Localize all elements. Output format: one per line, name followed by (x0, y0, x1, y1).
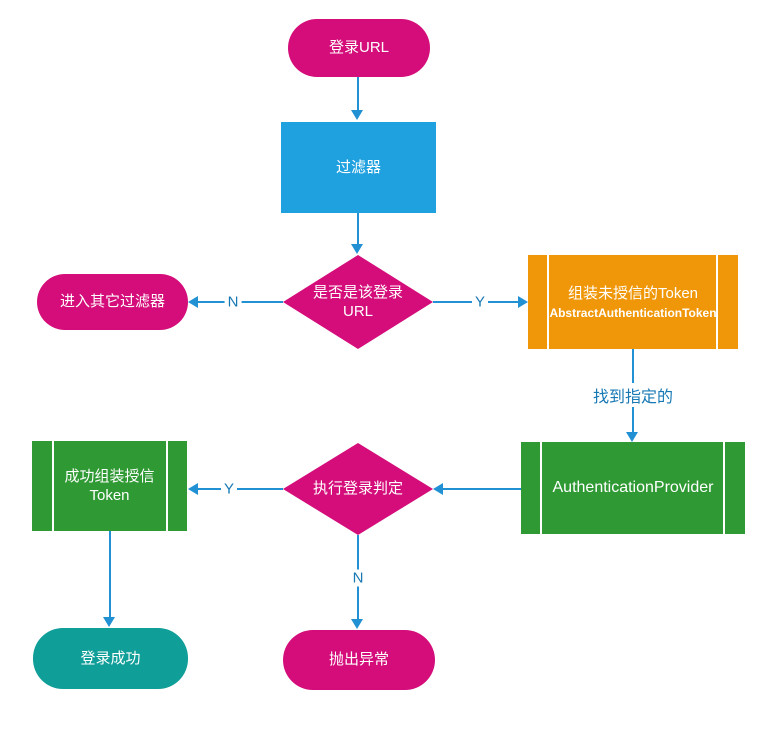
node-assemble-untrusted-token-sublabel: AbstractAuthenticationToken (549, 306, 717, 321)
arrowhead-down-icon (351, 619, 363, 629)
arrowhead-left-icon (188, 483, 198, 495)
node-other-filters-label: 进入其它过滤器 (59, 293, 165, 311)
arrowhead-down-icon (626, 432, 638, 442)
edge-yes-branch-2-line (196, 488, 283, 490)
node-login-url: 登录URL (288, 19, 430, 77)
node-assemble-trusted-token-label2: Token (89, 487, 130, 504)
edge-yes-branch-2-label: Y (220, 480, 238, 498)
predefined-process-bar-left (540, 442, 542, 534)
node-login-url-label: 登录URL (328, 39, 389, 57)
arrowhead-left-icon (188, 296, 198, 308)
node-assemble-untrusted-token: 组装未授信的Token AbstractAuthenticationToken (528, 255, 738, 349)
node-login-success: 登录成功 (33, 628, 188, 689)
node-is-login-url-label2: URL (342, 303, 373, 320)
predefined-process-bar-right (723, 442, 725, 534)
node-authentication-provider-label: AuthenticationProvider (552, 478, 714, 496)
node-assemble-trusted-token: 成功组装授信 Token (32, 441, 187, 531)
node-throw-exception: 抛出异常 (283, 630, 435, 690)
node-is-login-url-decision: 是否是该登录 URL (283, 255, 433, 349)
node-filter: 过滤器 (281, 122, 436, 213)
node-throw-exception-label: 抛出异常 (328, 651, 389, 669)
edge-loginurl-filter-line (357, 77, 359, 111)
node-other-filters: 进入其它过滤器 (37, 274, 188, 330)
node-login-success-label: 登录成功 (80, 649, 141, 667)
predefined-process-bar-left (52, 441, 54, 531)
arrowhead-down-icon (103, 617, 115, 627)
edge-found-provider-label: 找到指定的 (589, 383, 677, 407)
node-login-check-label: 执行登录判定 (312, 480, 403, 498)
edge-trusted-success-line (109, 531, 111, 618)
node-assemble-trusted-token-label: 成功组装授信 (64, 467, 155, 485)
edge-provider-check-line (441, 488, 521, 490)
node-assemble-untrusted-token-label: 组装未授信的Token (567, 284, 699, 302)
arrowhead-right-icon (518, 296, 528, 308)
node-authentication-provider: AuthenticationProvider (521, 442, 745, 534)
node-login-check-decision: 执行登录判定 (283, 443, 433, 535)
edge-no-branch-2-label: N (349, 569, 367, 587)
node-filter-label: 过滤器 (335, 158, 381, 176)
edge-no-branch-1-label: N (224, 293, 242, 311)
arrowhead-down-icon (351, 244, 363, 254)
edge-yes-branch-1-label: Y (471, 293, 489, 311)
node-is-login-url-label: 是否是该登录 (312, 283, 403, 301)
predefined-process-bar-left (547, 255, 549, 349)
arrowhead-left-icon (433, 483, 443, 495)
edge-filter-decision-line (357, 213, 359, 245)
predefined-process-bar-right (716, 255, 718, 349)
predefined-process-bar-right (166, 441, 168, 531)
arrowhead-down-icon (351, 110, 363, 120)
